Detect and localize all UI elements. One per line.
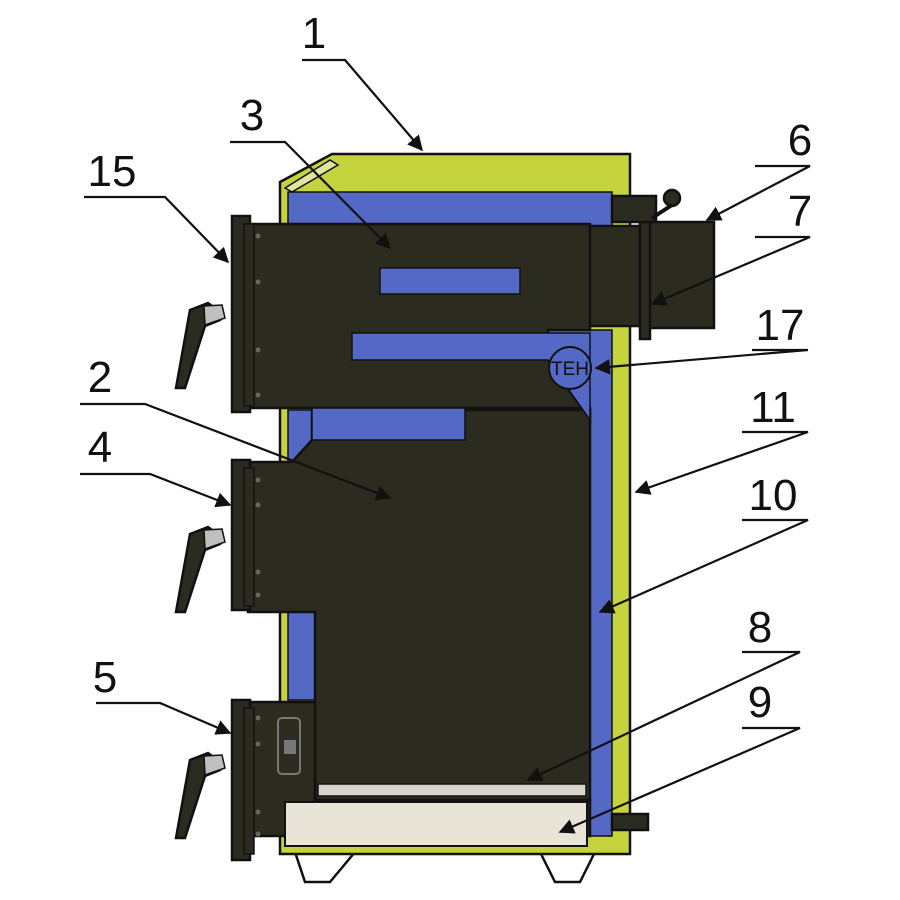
- callout-2: 2: [88, 353, 112, 402]
- heater-element: TEH: [548, 346, 592, 390]
- callout-9: 9: [748, 678, 772, 727]
- callout-8: 8: [748, 603, 772, 652]
- callout-6: 6: [788, 116, 812, 165]
- baffle-lower: [311, 407, 466, 441]
- heater-circle: [548, 346, 592, 390]
- callout-15: 15: [88, 147, 137, 196]
- insulation-left-lower: [287, 611, 316, 701]
- callout-numbers: 1 15 3 6 7 17 2 11 4 10 8 5 9: [88, 9, 813, 727]
- callout-3: 3: [240, 91, 264, 140]
- damper-spindle: [610, 194, 658, 224]
- right-leg: [537, 850, 598, 884]
- air-regulator: [277, 717, 301, 775]
- flue-outlet: [638, 220, 716, 330]
- baffle-upper: [379, 267, 521, 295]
- callout-11: 11: [750, 383, 796, 432]
- damper-plate: [638, 212, 652, 341]
- middle-door: [174, 458, 255, 614]
- damper-knob: [662, 188, 682, 208]
- callout-5: 5: [93, 653, 117, 702]
- callout-17: 17: [756, 301, 805, 350]
- flue-collar: [588, 224, 642, 328]
- grate: [317, 783, 587, 797]
- ash-pan: [284, 801, 588, 847]
- flue-baffles: [311, 267, 591, 441]
- casing-top-vent: [283, 159, 340, 193]
- callout-10: 10: [749, 471, 798, 520]
- baffle-middle: [351, 332, 591, 423]
- boiler-legs: [293, 850, 598, 884]
- damper-handle: [650, 203, 674, 220]
- heater-label: TEH: [551, 359, 589, 380]
- left-leg: [293, 850, 358, 884]
- leader-lines: [80, 58, 811, 834]
- flue-pipe: [588, 188, 716, 341]
- callout-4: 4: [88, 423, 112, 472]
- upper-chamber: [246, 222, 592, 424]
- return-pipe: [610, 812, 650, 832]
- callout-7: 7: [788, 187, 812, 236]
- upper-door: [174, 214, 255, 414]
- callout-1: 1: [302, 9, 326, 58]
- door-rivets: [255, 233, 261, 837]
- ash-door: [174, 698, 301, 862]
